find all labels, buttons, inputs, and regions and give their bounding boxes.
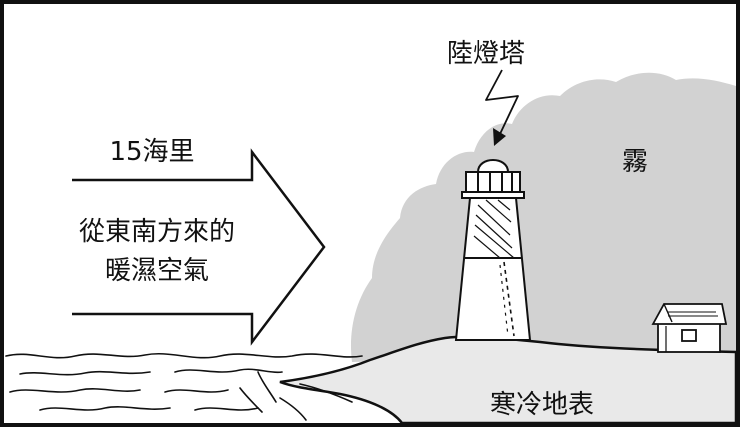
air-label-line1: 從東南方來的 xyxy=(79,217,235,247)
air-label-line2: 暖濕空氣 xyxy=(105,256,209,286)
lighthouse xyxy=(454,159,532,341)
sea-waves xyxy=(5,353,363,421)
fog-label: 霧 xyxy=(622,147,648,177)
lighthouse-label: 陸燈塔 xyxy=(447,39,525,69)
house xyxy=(651,303,728,353)
lighthouse-pointer xyxy=(485,69,519,135)
ground-label: 寒冷地表 xyxy=(490,390,594,420)
fog-cloud xyxy=(350,72,736,362)
cold-ground xyxy=(279,335,738,425)
pointer-arrowhead xyxy=(493,128,506,146)
air-flow-arrow xyxy=(72,148,326,346)
distance-label: 15海里 xyxy=(109,137,194,167)
lighthouse-tower xyxy=(454,197,532,341)
tower-hatching xyxy=(473,199,515,259)
